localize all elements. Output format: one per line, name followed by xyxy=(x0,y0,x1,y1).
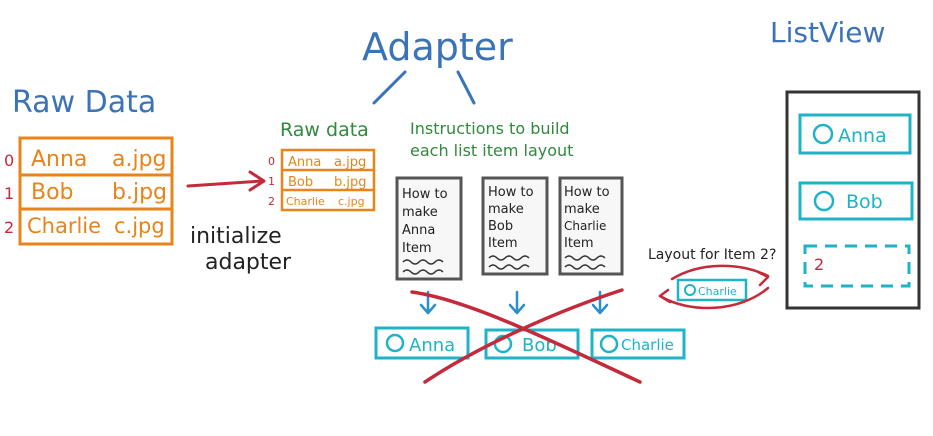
raw-row-0-index: 0 xyxy=(4,151,14,170)
adapter-raw-row-0-index: 0 xyxy=(268,155,275,168)
adapter-raw-row-2-file: c.jpg xyxy=(338,195,365,208)
raw-data-label: Raw Data xyxy=(12,85,156,120)
raw-row-1-index: 1 xyxy=(4,184,14,203)
adapter-raw-row-0-file: a.jpg xyxy=(334,155,366,170)
avatar-icon xyxy=(684,284,696,296)
card-bob-line-3: Bob xyxy=(488,219,513,234)
cross-out-stroke-1 xyxy=(410,290,642,384)
avatar-icon xyxy=(813,190,835,212)
raw-data-table: 0 Anna a.jpg 1 Bob b.jpg 2 Charlie c.jpg xyxy=(4,136,174,246)
card-charlie-line-2: make xyxy=(564,202,600,217)
request-arrow xyxy=(670,264,770,281)
card-charlie-line-4: Item xyxy=(564,236,594,251)
built-item-anna-label: Anna xyxy=(409,335,455,356)
card-anna-line-3: Anna xyxy=(402,223,435,238)
listview-item-bob-label: Bob xyxy=(846,191,883,213)
response-arrowhead xyxy=(658,288,672,304)
listview-item-empty: 2 xyxy=(803,244,911,288)
raw-row-2-name: Charlie xyxy=(27,214,101,238)
adapter-line-right xyxy=(456,70,476,105)
adapter-raw-row-1-name: Bob xyxy=(288,175,313,190)
raw-row-1-name: Bob xyxy=(31,180,74,205)
listview-label: ListView xyxy=(770,16,885,49)
request-arrowhead xyxy=(756,270,770,287)
card-bob-line-1: How to xyxy=(488,185,534,200)
initialize-label: initialize xyxy=(190,224,282,249)
raw-row-0-file: a.jpg xyxy=(112,147,167,172)
listview-item-bob: Bob xyxy=(798,181,914,221)
adapter-line-left xyxy=(372,70,407,105)
initialize-arrow xyxy=(186,179,264,188)
raw-row-2-index: 2 xyxy=(4,218,14,237)
card-bob-line-2: make xyxy=(488,202,524,217)
instruction-card-bob: How to make Bob Item xyxy=(481,176,549,276)
card-down-arrows xyxy=(419,290,609,315)
card-anna-line-1: How to xyxy=(402,187,448,202)
built-item-charlie: Charlie xyxy=(590,328,686,360)
card-charlie-line-3: Charlie xyxy=(564,219,606,233)
avatar-icon xyxy=(385,333,405,353)
adapter-raw-row-1-index: 1 xyxy=(268,175,275,188)
instructions-line-1: Instructions to build xyxy=(410,119,570,138)
initialize-arrowhead xyxy=(248,170,266,192)
adapter-raw-row-2-name: Charlie xyxy=(286,195,325,208)
listview-empty-index: 2 xyxy=(814,255,824,274)
raw-row-2-file: c.jpg xyxy=(114,214,165,238)
listview-item-anna: Anna xyxy=(798,113,912,155)
instructions-line-2: each list item layout xyxy=(410,141,573,160)
adapter-raw-row-1-file: b.jpg xyxy=(334,175,367,190)
card-charlie-line-1: How to xyxy=(564,185,610,200)
avatar-icon xyxy=(599,334,619,354)
adapter-raw-data-label: Raw data xyxy=(280,119,369,141)
card-anna-line-2: make xyxy=(402,205,438,220)
title-adapter: Adapter xyxy=(362,25,513,69)
adapter-raw-row-2-index: 2 xyxy=(268,195,275,208)
instruction-card-anna: How to make Anna Item xyxy=(395,176,463,281)
listview-frame xyxy=(785,90,921,310)
instruction-card-charlie: How to make Charlie Item xyxy=(558,176,624,276)
raw-row-1-file: b.jpg xyxy=(112,180,167,205)
built-item-bob-label: Bob xyxy=(522,335,557,356)
cross-out-stroke-2 xyxy=(423,288,624,384)
adapter-raw-row-0-name: Anna xyxy=(288,155,321,170)
avatar-icon xyxy=(812,123,834,145)
built-item-anna: Anna xyxy=(374,326,470,360)
adapter-label-small: adapter xyxy=(205,250,292,275)
listview-item-anna-label: Anna xyxy=(838,125,887,147)
layout-question: Layout for Item 2? xyxy=(648,247,776,263)
charlie-small-label: Charlie xyxy=(698,285,737,298)
charlie-small-item: Charlie xyxy=(676,278,748,302)
card-anna-line-4: Item xyxy=(402,241,432,256)
card-bob-line-4: Item xyxy=(488,236,518,251)
avatar-icon xyxy=(493,334,513,354)
adapter-raw-data-table: 0 Anna a.jpg 1 Bob b.jpg 2 Charlie c.jpg xyxy=(268,148,376,212)
raw-row-0-name: Anna xyxy=(31,147,87,172)
built-item-charlie-label: Charlie xyxy=(621,336,674,354)
